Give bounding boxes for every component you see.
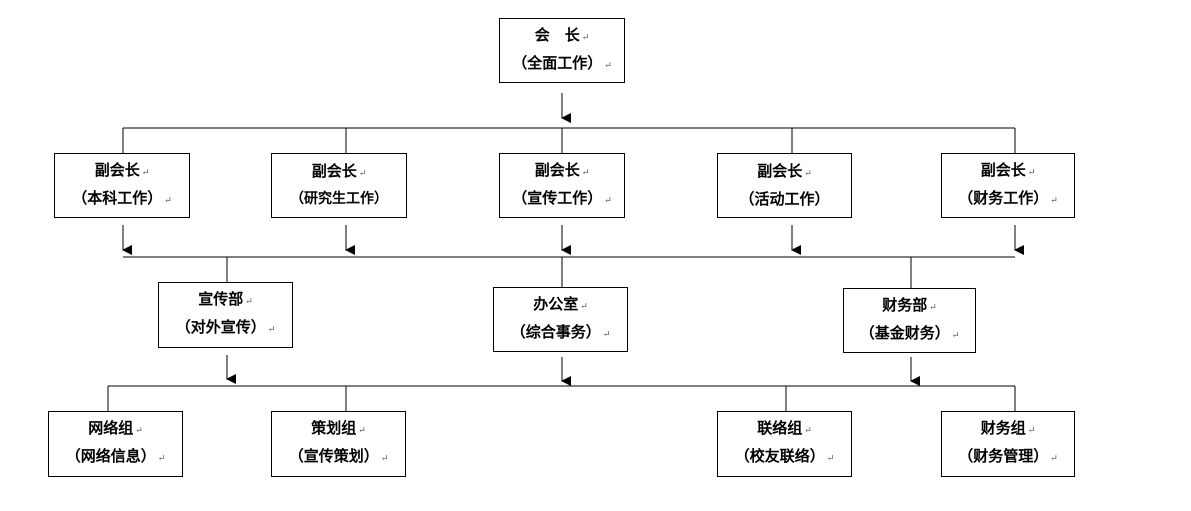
paragraph-mark-icon: ↵ xyxy=(804,426,812,436)
department-title: 办公室 xyxy=(533,294,579,313)
vice-president-duty: （本科工作） xyxy=(72,188,163,207)
paragraph-mark-icon: ↵ xyxy=(245,297,253,307)
paragraph-mark-icon: ↵ xyxy=(804,169,812,179)
president-title: 会 长 xyxy=(534,25,580,44)
paragraph-mark-icon: ↵ xyxy=(358,169,367,179)
paragraph-mark-icon: ↵ xyxy=(141,167,150,178)
group-duty: （网络信息） xyxy=(65,447,156,465)
paragraph-mark-icon: ↵ xyxy=(581,32,590,43)
paragraph-mark-icon: ↵ xyxy=(951,330,960,341)
group-duty: （宣传策划） xyxy=(288,447,379,465)
group-box-planning: 策划组↵ （宣传策划）↵ xyxy=(271,411,406,477)
vice-president-title: 副会长 xyxy=(534,160,580,179)
paragraph-mark-icon: ↵ xyxy=(604,60,612,71)
paragraph-mark-icon: ↵ xyxy=(267,325,276,335)
paragraph-mark-icon: ↵ xyxy=(929,302,937,313)
group-title: 财务组 xyxy=(980,419,1026,437)
vice-president-box-graduate: 副会长↵ （研究生工作） xyxy=(271,153,407,218)
department-box-office: 办公室↵ （综合事务）↵ xyxy=(493,287,628,352)
department-box-publicity: 宣传部↵ （对外宣传）↵ xyxy=(158,282,293,348)
vice-president-box-undergrad: 副会长↵ （本科工作）↵ xyxy=(54,153,190,218)
department-title: 宣传部 xyxy=(198,290,244,308)
department-duty: （基金财务） xyxy=(859,323,950,342)
vice-president-duty: （研究生工作） xyxy=(290,191,388,207)
group-box-liaison: 联络组↵ （校友联络）↵ xyxy=(717,411,852,477)
paragraph-mark-icon: ↵ xyxy=(1027,426,1036,436)
vice-president-duty: （财务工作） xyxy=(958,188,1049,207)
paragraph-mark-icon: ↵ xyxy=(358,426,366,436)
group-box-finance: 财务组↵ （财务管理）↵ xyxy=(941,411,1075,477)
paragraph-mark-icon: ↵ xyxy=(1027,167,1036,178)
paragraph-mark-icon: ↵ xyxy=(157,454,166,464)
group-duty: （财务管理） xyxy=(958,447,1049,465)
vice-president-box-publicity: 副会长↵ （宣传工作）↵ xyxy=(499,153,625,218)
vice-president-duty: （活动工作） xyxy=(739,190,830,208)
vice-president-title: 副会长 xyxy=(980,160,1026,179)
vice-president-title: 副会长 xyxy=(757,162,803,180)
department-duty: （对外宣传） xyxy=(175,318,266,336)
paragraph-mark-icon: ↵ xyxy=(602,329,611,340)
paragraph-mark-icon: ↵ xyxy=(826,454,835,464)
department-duty: （综合事务） xyxy=(510,322,601,341)
vice-president-title: 副会长 xyxy=(311,162,357,180)
president-box: 会 长↵ （全面工作）↵ xyxy=(499,18,625,83)
paragraph-mark-icon: ↵ xyxy=(380,454,389,464)
group-title: 策划组 xyxy=(311,419,357,437)
paragraph-mark-icon: ↵ xyxy=(580,301,588,312)
vice-president-box-activities: 副会长↵ （活动工作） xyxy=(717,153,852,218)
paragraph-mark-icon: ↵ xyxy=(1050,454,1058,464)
group-duty: （校友联络） xyxy=(734,447,825,465)
group-box-network: 网络组↵ （网络信息）↵ xyxy=(48,411,183,477)
department-title: 财务部 xyxy=(882,295,928,314)
vice-president-title: 副会长 xyxy=(94,160,140,179)
president-duty: （全面工作） xyxy=(512,53,603,72)
department-box-finance: 财务部↵ （基金财务）↵ xyxy=(843,288,976,353)
paragraph-mark-icon: ↵ xyxy=(604,195,612,206)
paragraph-mark-icon: ↵ xyxy=(581,167,590,178)
paragraph-mark-icon: ↵ xyxy=(1050,195,1058,206)
paragraph-mark-icon: ↵ xyxy=(164,195,172,206)
group-title: 联络组 xyxy=(757,419,803,437)
group-title: 网络组 xyxy=(88,419,134,437)
paragraph-mark-icon: ↵ xyxy=(135,426,143,436)
vice-president-duty: （宣传工作） xyxy=(512,188,603,207)
vice-president-box-finance: 副会长↵ （财务工作）↵ xyxy=(941,153,1075,218)
